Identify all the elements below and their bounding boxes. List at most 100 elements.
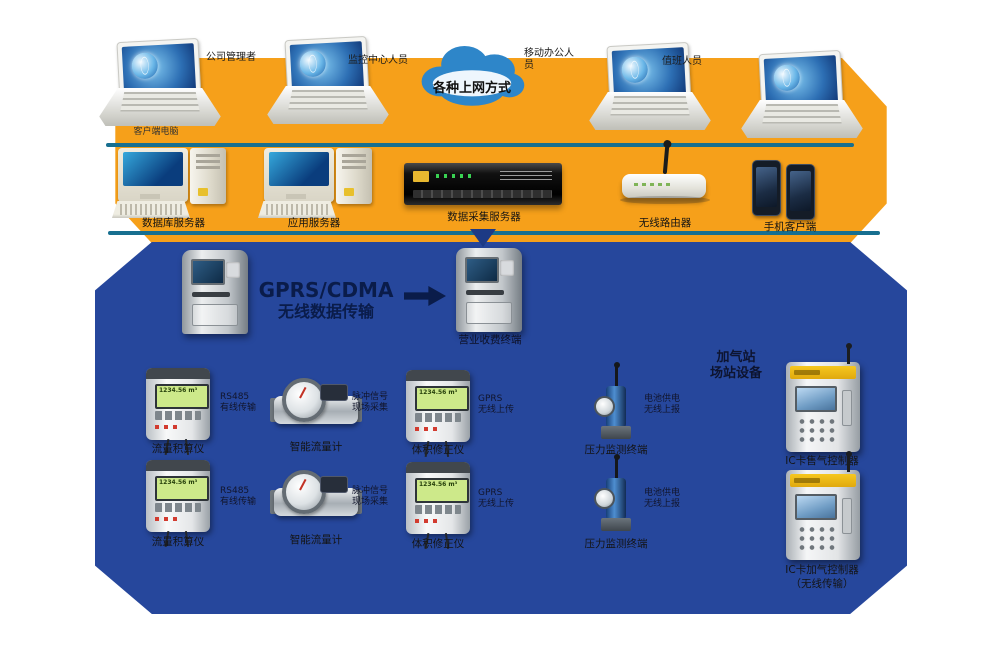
meter-display (320, 476, 348, 493)
cabinet-brand-strip (790, 474, 856, 487)
pressure-gauge (594, 396, 615, 417)
pc-keyboard (112, 201, 190, 218)
desktop-pc-icon (112, 148, 240, 220)
device-label: 体积修正仪 (411, 538, 465, 550)
lcd-display: 1234.56 m³ (415, 478, 469, 503)
cabinet-screen (795, 494, 837, 520)
note-line2: 现场采集 (352, 403, 389, 413)
device-leds (155, 517, 177, 521)
note-line2: 无线上报 (644, 405, 681, 415)
globe-icon (131, 52, 159, 80)
keyboard-keys (762, 103, 842, 124)
transmitter-antenna (613, 454, 620, 480)
monitor-stand (140, 194, 160, 199)
annotation-users-2: 监控中心人员 (348, 55, 408, 66)
pipe-flange (354, 490, 362, 514)
pipe-flange (354, 398, 362, 422)
transmitter-antenna (613, 362, 620, 388)
gas-meter-icon (270, 470, 362, 528)
note-line2: 无线上传 (478, 499, 515, 509)
rack-label: 数据采集服务器 (447, 211, 521, 223)
phones-label: 手机客户端 (763, 221, 817, 233)
globe-icon (773, 64, 801, 92)
lcd-display: 1234.56 m³ (415, 386, 469, 411)
laptop-keyboard (741, 100, 863, 138)
kiosk-door (192, 304, 238, 326)
pressure-transmitter-icon (592, 454, 640, 536)
device-note: RS485 有线传输 (220, 486, 278, 508)
rack-server-icon (404, 163, 562, 205)
kiosk-card-slot (466, 290, 504, 295)
transmitter-base (601, 426, 631, 439)
pressure-gauge (594, 488, 615, 509)
gas-meter-icon (270, 378, 362, 436)
note-line1: GPRS (478, 488, 503, 498)
cabinet-brand-strip (790, 366, 856, 379)
pc-tower (190, 148, 226, 204)
note-line1: 电池供电 (644, 394, 681, 404)
device-label: 流量积算仪 (151, 536, 205, 548)
cabinet2-label: IC卡加气控制器 (785, 564, 859, 576)
device-label: 智能流量计 (289, 534, 343, 546)
laptop-icon (740, 49, 866, 142)
device-top-strip (406, 370, 470, 381)
volume-corrector-icon: 1234.56 m³ (406, 370, 470, 442)
kiosk-door (466, 302, 512, 324)
device-note: GPRS 无线上传 (478, 488, 536, 510)
transmitter-body (606, 478, 626, 520)
pc-keyboard (258, 201, 336, 218)
device-note: 电池供电 无线上报 (644, 488, 702, 510)
annotation-users-4: 值班人员 (662, 56, 702, 67)
cabinet-card-slot (842, 390, 852, 426)
note-line1: 电池供电 (644, 488, 681, 498)
device-top-strip (146, 368, 210, 379)
device-buttons (155, 503, 201, 512)
device-label: 体积修正仪 (411, 444, 465, 456)
note-line2: 无线上传 (478, 405, 515, 415)
server-ports (413, 190, 552, 198)
laptop-keyboard (99, 88, 221, 126)
router-antenna (662, 145, 670, 175)
internet-cloud: 各种上网方式 (416, 36, 528, 116)
station-header: 加气站 场站设备 (698, 350, 774, 382)
device-note: RS485 有线传输 (220, 392, 278, 414)
note-line2: 无线上报 (644, 499, 681, 509)
monitor (264, 148, 334, 202)
cabinet-keypad (795, 415, 837, 443)
router-body (622, 174, 706, 198)
server-faceplate-text (500, 171, 552, 183)
device-top-strip (146, 460, 210, 471)
flow-computer-icon: 1234.56 m³ (146, 368, 210, 440)
note-line2: 现场采集 (352, 497, 389, 507)
laptop-keyboard (267, 86, 389, 124)
cabinet-antenna (845, 451, 852, 472)
device-buttons (415, 413, 461, 422)
volume-corrector-icon: 1234.56 m³ (406, 462, 470, 534)
device-note: 电池供电 无线上报 (644, 394, 702, 416)
cabinet2-sublabel: （无线传输） (790, 578, 854, 590)
kiosk-keypad (500, 260, 514, 276)
note-line1: 脉冲信号 (352, 392, 389, 402)
keyboard-keys (288, 89, 368, 110)
device-leds (155, 425, 177, 429)
laptop-icon (588, 41, 714, 134)
note-line2: 有线传输 (220, 497, 257, 507)
down-connector-arrow (470, 229, 496, 247)
gprs-line2: 无线数据传输 (277, 302, 374, 321)
meter-display (320, 384, 348, 401)
pc1-label: 数据库服务器 (142, 217, 205, 229)
transmitter-base (601, 518, 631, 531)
flow-computer-icon: 1234.56 m³ (146, 460, 210, 532)
kiosk-keypad (226, 262, 240, 278)
transmitter-body (606, 386, 626, 428)
kiosk-screen (465, 257, 499, 283)
note-line1: RS485 (220, 392, 250, 402)
monitor-screen (269, 152, 329, 187)
smartphone-icon (752, 160, 781, 216)
control-cabinet-icon (786, 343, 860, 452)
globe-icon (299, 50, 327, 78)
device-note: GPRS 无线上传 (478, 394, 536, 416)
annotation-users-3: 移动办公人员 (524, 48, 574, 71)
note-line1: RS485 (220, 486, 250, 496)
